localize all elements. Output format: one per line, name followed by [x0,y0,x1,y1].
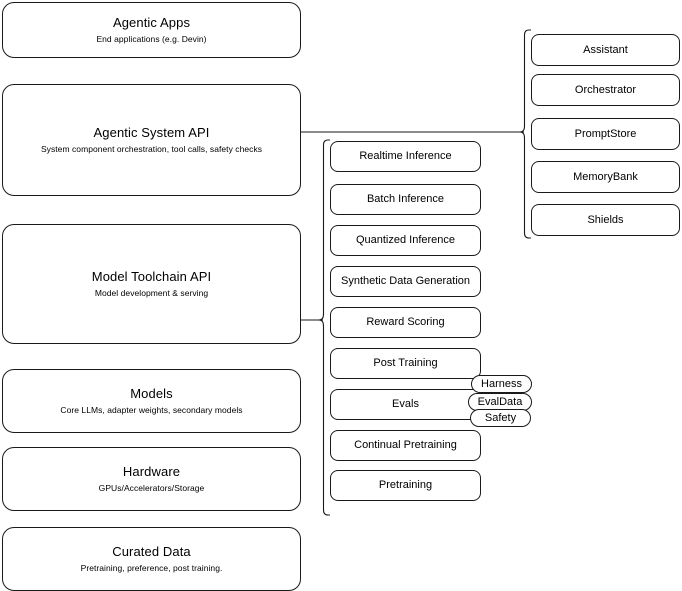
toolchain-item-quantized-inference[interactable]: Quantized Inference [330,225,481,256]
evals-subcomponent-harness[interactable]: Harness [471,375,532,393]
toolchain-item-label: Batch Inference [366,193,445,205]
agentic-component-assistant[interactable]: Assistant [531,34,680,66]
toolchain-item-label: Synthetic Data Generation [340,275,471,287]
agentic-component-orchestrator[interactable]: Orchestrator [531,74,680,106]
layer-agentic-system-api[interactable]: Agentic System API System component orch… [2,84,301,196]
toolchain-item-label: Pretraining [378,479,433,491]
toolchain-item-realtime-inference[interactable]: Realtime Inference [330,141,481,172]
toolchain-item-label: Evals [392,398,419,410]
agentic-component-label: Shields [587,213,624,226]
agentic-component-memorybank[interactable]: MemoryBank [531,161,680,193]
layer-subtitle: Model development & serving [94,288,209,298]
brace-agentic-system [519,29,531,239]
toolchain-item-post-training[interactable]: Post Training [330,348,481,379]
toolchain-item-label: Continual Pretraining [354,439,457,451]
agentic-component-label: MemoryBank [573,170,638,183]
toolchain-item-label: Post Training [373,357,438,369]
toolchain-item-synthetic-data-generation[interactable]: Synthetic Data Generation [330,266,481,297]
agentic-component-label: Assistant [583,43,628,56]
layer-subtitle: End applications (e.g. Devin) [96,34,207,44]
layer-subtitle: Core LLMs, adapter weights, secondary mo… [60,405,243,415]
agentic-component-label: Orchestrator [574,83,637,96]
toolchain-item-pretraining[interactable]: Pretraining [330,470,481,501]
layer-title: Curated Data [112,544,191,559]
layer-subtitle: GPUs/Accelerators/Storage [98,483,205,493]
agentic-component-promptstore[interactable]: PromptStore [531,118,680,150]
evals-subcomponent-safety[interactable]: Safety [470,409,531,427]
layer-title: Hardware [122,464,181,479]
toolchain-item-reward-scoring[interactable]: Reward Scoring [330,307,481,338]
toolchain-item-batch-inference[interactable]: Batch Inference [330,184,481,215]
toolchain-item-label: Quantized Inference [355,234,456,246]
layer-curated-data[interactable]: Curated Data Pretraining, preference, po… [2,527,301,591]
toolchain-item-label: Reward Scoring [366,316,445,328]
layer-title: Model Toolchain API [91,269,212,284]
toolchain-item-evals[interactable]: Evals [330,389,481,420]
evals-subcomponent-label: Harness [481,378,522,390]
layer-title: Agentic System API [93,125,210,140]
layer-agentic-apps[interactable]: Agentic Apps End applications (e.g. Devi… [2,2,301,58]
layer-subtitle: Pretraining, preference, post training. [80,563,223,573]
layer-title: Agentic Apps [112,15,191,30]
toolchain-item-continual-pretraining[interactable]: Continual Pretraining [330,430,481,461]
evals-subcomponent-label: Safety [484,412,517,424]
brace-model-toolchain [318,139,330,516]
layer-models[interactable]: Models Core LLMs, adapter weights, secon… [2,369,301,433]
toolchain-item-label: Realtime Inference [359,150,452,162]
layer-title: Models [130,386,173,401]
layer-hardware[interactable]: Hardware GPUs/Accelerators/Storage [2,447,301,511]
evals-subcomponent-label: EvalData [477,396,523,408]
agentic-component-label: PromptStore [574,127,637,140]
layer-model-toolchain-api[interactable]: Model Toolchain API Model development & … [2,224,301,344]
agentic-component-shields[interactable]: Shields [531,204,680,236]
layer-subtitle: System component orchestration, tool cal… [40,144,263,154]
